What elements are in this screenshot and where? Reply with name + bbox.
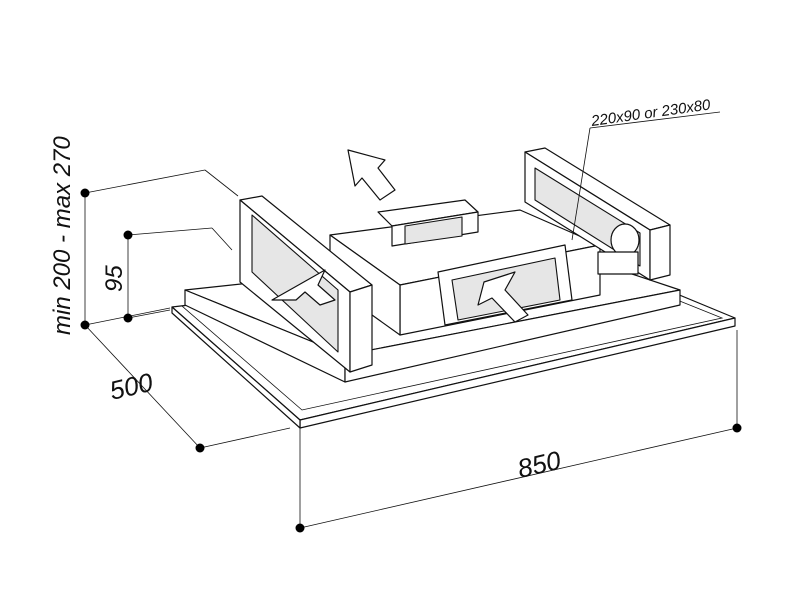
top-duct (377, 199, 479, 247)
front-duct-outlet (437, 244, 573, 326)
duct-size-label: 220x90 or 230x80 (589, 96, 712, 130)
left-bracket (239, 195, 373, 373)
right-bracket (524, 147, 671, 281)
body-height-label: 95 (101, 265, 128, 292)
total-height-label: min 200 - max 270 (49, 136, 76, 335)
motor (610, 223, 640, 257)
dimension-lines (80, 111, 742, 533)
airflow-arrow-icon (347, 149, 396, 201)
depth-dimension-label: 500 (107, 367, 157, 406)
width-dimension-label: 850 (515, 445, 565, 484)
